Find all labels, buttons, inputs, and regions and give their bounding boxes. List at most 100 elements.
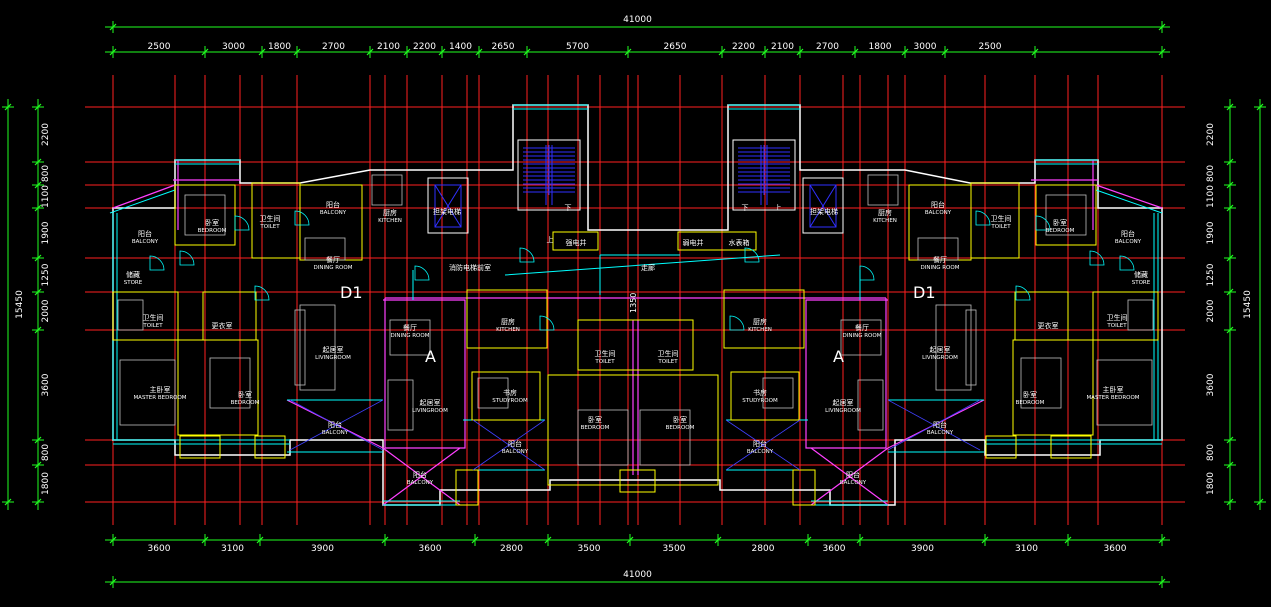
right-overall-dim-slash (1256, 103, 1264, 111)
door-swing (1089, 250, 1105, 266)
top-segment-dim-label: 5700 (566, 42, 589, 52)
label-bedroom-left-d1-en: BEDROOM (198, 228, 227, 234)
label-toilet-right-a-cn: 卫生间 (658, 349, 679, 358)
label-living-right-d1-en: LIVINGROOM (922, 355, 958, 361)
label-balcony-left-d1-cn: 阳台 (138, 229, 152, 238)
label-store-right-d1-cn: 储藏 (1134, 270, 1148, 279)
bottom-segment-dim-label: 3100 (221, 544, 244, 554)
label-toilet-right-d1-cn: 卫生间 (991, 214, 1012, 223)
label-balcony-left-a-en: BALCONY (502, 449, 529, 455)
label-kitchen-left-a-en: KITCHEN (496, 327, 520, 333)
furniture-item (762, 377, 794, 409)
bottom-segment-dim-slash (201, 536, 209, 544)
furniture-symbols (117, 174, 1154, 466)
bottom-segment-dim-slash (471, 536, 479, 544)
left-overall-dim-label: 15450 (15, 290, 25, 319)
central-divider (385, 297, 886, 475)
right-segment-dim-slash (1226, 254, 1234, 262)
label-dining-left-d1-cn: 餐厅 (326, 255, 340, 264)
label-balcony2-left-d1-cn: 阳台 (326, 200, 340, 209)
label-kitchen-left-d1-cn: 厨房 (383, 208, 397, 217)
top-segment-dim-slash (366, 48, 374, 56)
label-power-shaft-cn: 强电井 (566, 238, 587, 247)
label-master-right-d1-en: MASTER BEDROOM (1086, 395, 1139, 401)
top-segment-dim-slash (475, 48, 483, 56)
label-balcony2-right-a-cn: 阳台 (846, 470, 860, 479)
left-segment-dim-slash (34, 254, 42, 262)
label-living-right-a-en: LIVINGROOM (825, 408, 861, 414)
bottom-segment-dim-slash (714, 536, 722, 544)
label-water-shaft-cn: 水表箱 (729, 238, 750, 247)
furniture-item (1045, 194, 1087, 236)
bottom-segment-dim-label: 3500 (663, 544, 686, 554)
label-bedroom2-left-d1-en: BEDROOM (231, 400, 260, 406)
top-segment-dim-slash (438, 48, 446, 56)
door-swing (1035, 215, 1051, 231)
label-store-left-d1-en: STORE (124, 280, 143, 286)
label-toilet-right-a-en: TOILET (657, 359, 678, 365)
label-balcony2-left-d1-en: BALCONY (320, 210, 347, 216)
label-balcony-left-d1-en: BALCONY (132, 239, 159, 245)
label-toilet-right-d1-en: TOILET (990, 224, 1011, 230)
right-segment-dim-label: 800 (1206, 444, 1216, 461)
label-balcony-right-d1-cn: 阳台 (931, 200, 945, 209)
left-segment-dim-label: 1800 (41, 472, 51, 495)
furniture-item (965, 309, 977, 386)
top-segment-dim-slash (761, 48, 769, 56)
right-segment-dim-slash (1226, 181, 1234, 189)
unit-label-a-left: A (425, 347, 436, 366)
left-segment-dim-slash (34, 461, 42, 469)
label-master-right-d1-cn: 主卧室 (1103, 385, 1124, 394)
label-corridor-cn: 走廊 (641, 263, 655, 272)
label-dining-right-d1-cn: 餐厅 (933, 255, 947, 264)
label-bedroom-right-a-cn: 卧室 (673, 415, 687, 424)
top-overall-dim-slash (109, 23, 117, 31)
label-master-left-d1-cn: 主卧室 (150, 385, 171, 394)
furniture-item (917, 237, 959, 261)
label-balcony3-left-d1-en: BALCONY (322, 430, 349, 436)
top-segment-dim-label: 2700 (816, 42, 839, 52)
label-elevator-left-cn: 担架电梯 (433, 207, 461, 216)
interior-partitions (112, 182, 1159, 506)
label-kitchen-right-a-cn: 厨房 (753, 317, 767, 326)
bottom-segment-dim-slash (856, 536, 864, 544)
furniture-item (387, 379, 414, 431)
left-segment-dim-label: 800 (41, 165, 51, 182)
top-segment-dim-slash (403, 48, 411, 56)
door-swing (234, 215, 250, 231)
top-segment-dim-label: 2200 (732, 42, 755, 52)
left-segment-dim-slash (34, 158, 42, 166)
label-bedroom-right-d1-en: BEDROOM (1046, 228, 1075, 234)
right-segment-dim-label: 1100 (1206, 185, 1216, 208)
left-segment-dim-label: 2000 (41, 299, 51, 322)
label-toilet2-right-d1-en: TOILET (1106, 323, 1127, 329)
label-study-left-a-cn: 书房 (503, 388, 517, 397)
label-balcony2-left-a-en: BALCONY (407, 480, 434, 486)
label-kitchen-right-d1-cn: 厨房 (878, 208, 892, 217)
label-balcony3-right-d1-en: BALCONY (927, 430, 954, 436)
bottom-overall-dim-slash (1158, 578, 1166, 586)
right-segment-dim-slash (1226, 158, 1234, 166)
label-stair-up-left-cn: 上 (547, 235, 554, 244)
top-segment-dim-label: 2650 (664, 42, 687, 52)
bottom-segment-dim-label: 2800 (500, 544, 523, 554)
label-toilet2-left-d1-cn: 卫生间 (143, 313, 164, 322)
bottom-overall-dim-slash (109, 578, 117, 586)
left-segment-dim-slash (34, 288, 42, 296)
unit-label-a-right: A (833, 347, 844, 366)
top-segment-dim-slash (901, 48, 909, 56)
right-segment-dim-label: 1250 (1206, 263, 1216, 286)
label-dining-left-a-en: DINING ROOM (391, 333, 430, 339)
bottom-segment-dim-slash (256, 536, 264, 544)
label-study-right-a-en: STUDYROOM (742, 398, 778, 404)
right-segment-dim-label: 3600 (1206, 373, 1216, 396)
right-segment-dim-label: 2200 (1206, 123, 1216, 146)
bottom-segment-dim-label: 3600 (1104, 544, 1127, 554)
left-segment-dim-label: 2200 (41, 123, 51, 146)
label-bedroom-right-a-en: BEDROOM (666, 425, 695, 431)
label-balcony2-right-a-en: BALCONY (840, 480, 867, 486)
left-segment-dim-label: 1250 (41, 263, 51, 286)
top-segment-dim-slash (109, 48, 117, 56)
furniture-item (294, 309, 306, 386)
label-living-left-d1-en: LIVINGROOM (315, 355, 351, 361)
